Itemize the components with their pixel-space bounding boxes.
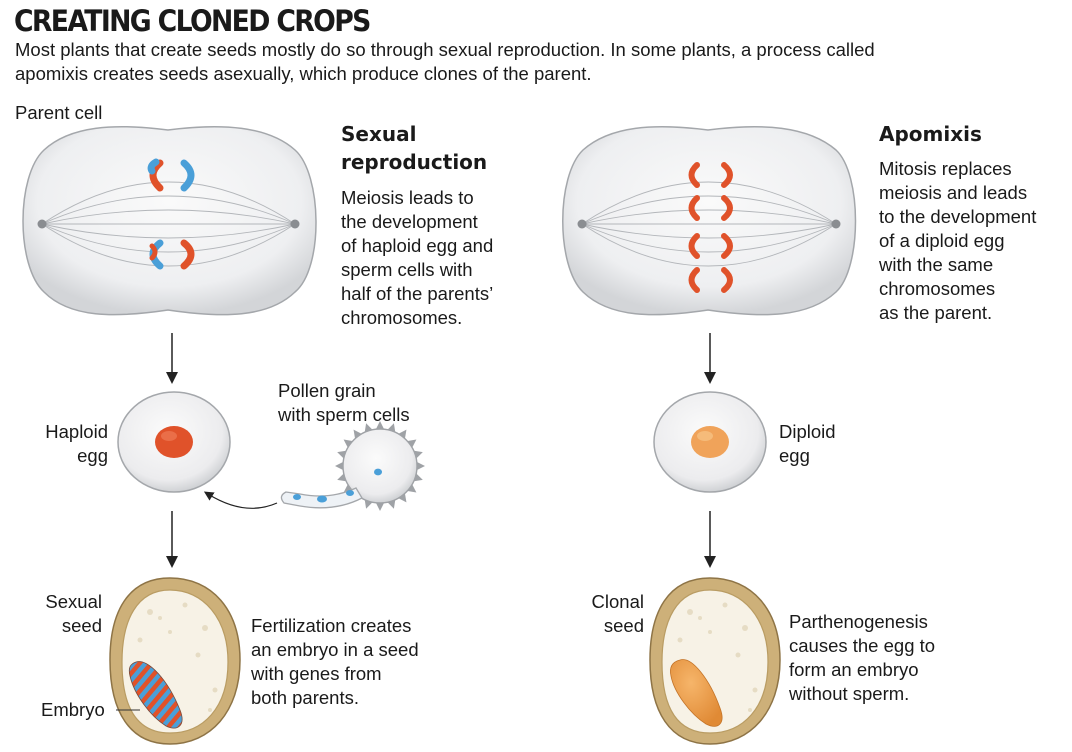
clonal-seed-label: Clonal seed bbox=[591, 591, 644, 636]
chromosome-pair-bottom bbox=[149, 239, 195, 270]
sexual-seed-label: Sexual seed bbox=[45, 591, 102, 636]
seed-texture bbox=[137, 602, 218, 712]
sexual-reproduction-heading: Sexual reproduction bbox=[341, 122, 488, 174]
apomixis-description: Mitosis replaces meiosis and leads to th… bbox=[879, 158, 1037, 323]
fertilization-description: Fertilization creates an embryo in a see… bbox=[251, 615, 419, 708]
parthenogenesis-description: Parthenogenesis causes the egg to form a… bbox=[789, 611, 936, 704]
figure-title: CREATING CLONED CROPS bbox=[14, 4, 371, 38]
sexual-parent-cell bbox=[22, 125, 317, 316]
sexual-seed bbox=[109, 577, 241, 745]
pollen-grain-label: Pollen grain with sperm cells bbox=[278, 380, 410, 425]
parent-cell-label: Parent cell bbox=[15, 102, 103, 123]
apomixis-heading: Apomixis bbox=[879, 122, 982, 146]
chromosomes-diploid bbox=[688, 162, 733, 293]
diploid-egg bbox=[653, 391, 767, 493]
seed-texture bbox=[677, 602, 758, 712]
chromosome-pair-top bbox=[147, 158, 195, 192]
haploid-egg bbox=[117, 391, 231, 493]
diploid-egg-label: Diploid egg bbox=[779, 421, 836, 466]
haploid-egg-label: Haploid egg bbox=[45, 421, 108, 466]
clonal-embryo bbox=[670, 659, 723, 727]
arrow-pollen-to-egg bbox=[203, 491, 278, 509]
clonal-seed bbox=[649, 577, 781, 745]
sexual-reproduction-description: Meiosis leads to the development of hapl… bbox=[341, 187, 494, 328]
apomixis-parent-cell bbox=[562, 125, 857, 316]
figure-subtitle: Most plants that create seeds mostly do … bbox=[15, 39, 875, 84]
hybrid-embryo bbox=[128, 661, 183, 729]
pollen-grain bbox=[280, 421, 425, 511]
embryo-label: Embryo bbox=[41, 699, 105, 720]
